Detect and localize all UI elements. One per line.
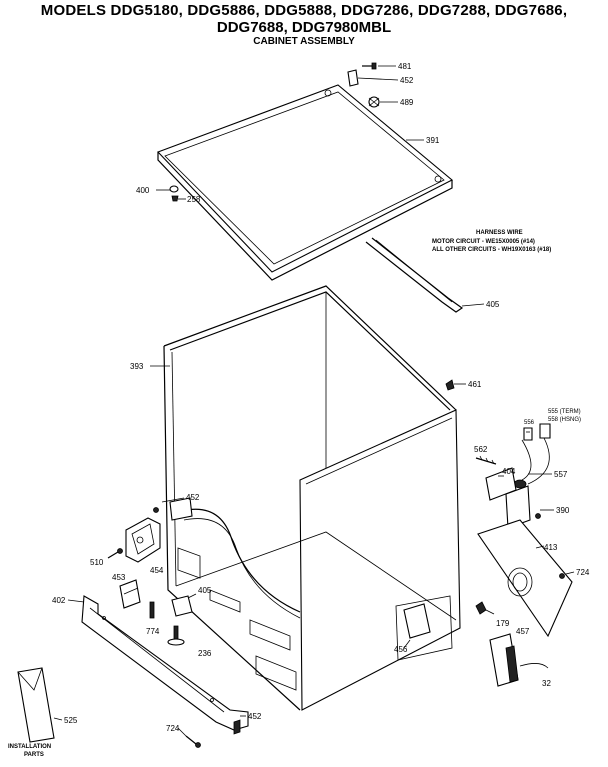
callout-557: 557	[554, 470, 568, 479]
bracket-404	[485, 467, 541, 529]
callout-456: 456	[394, 645, 408, 654]
callout-774: 774	[146, 627, 160, 636]
callout-452-mid: 452	[186, 493, 200, 502]
callout-258: 258	[187, 195, 201, 204]
callout-404: 404	[502, 467, 516, 476]
diagram-header: MODELS DDG5180, DDG5886, DDG5888, DDG728…	[0, 2, 608, 48]
callout-453: 453	[112, 573, 126, 582]
models-title-line2: DDG7688, DDG7980MBL	[216, 19, 392, 36]
callout-452-top: 452	[400, 76, 414, 85]
leg-236	[167, 625, 185, 646]
bracket-452-mid	[153, 497, 193, 521]
housing-558	[539, 423, 551, 439]
callout-405-bottom: 405	[198, 586, 212, 595]
callout-405-top: 405	[486, 300, 500, 309]
screw-724-right	[559, 573, 565, 579]
callout-481: 481	[398, 62, 412, 71]
cabinet-393	[163, 285, 461, 711]
screw-510	[107, 548, 123, 559]
callout-489: 489	[400, 98, 414, 107]
screw-461	[445, 379, 455, 391]
bracket-405-bottom	[171, 595, 193, 617]
hinge-456	[403, 603, 431, 639]
harness-note-line1: HARNESS WIRE	[476, 230, 523, 236]
screw-562	[475, 455, 497, 465]
harness-note-line3: ALL OTHER CIRCUITS - WH19X0163 (#18)	[432, 247, 551, 253]
harness-wire-note: HARNESS WIRE MOTOR CIRCUIT - WE15X0005 (…	[432, 230, 551, 253]
callout-400: 400	[136, 186, 150, 195]
harness-note-line2: MOTOR CIRCUIT - WE15X0005 (#14)	[432, 239, 535, 245]
bracket-452-top	[347, 69, 359, 87]
screw-179	[475, 601, 487, 615]
installation-parts-bag-525	[17, 667, 55, 743]
fuse-harness-557	[513, 437, 550, 489]
bumper-400	[169, 185, 179, 202]
callout-556: 556	[524, 420, 535, 426]
installation-parts-label-1: INSTALLATION	[8, 744, 51, 750]
callout-391: 391	[426, 136, 440, 145]
assembly-subtitle: CABINET ASSEMBLY	[253, 36, 355, 47]
hinge-454	[125, 517, 161, 563]
callout-562: 562	[474, 445, 488, 454]
models-title-line1: MODELS DDG5180, DDG5886, DDG5888, DDG728…	[40, 2, 568, 19]
callout-555-term: 555 (TERM)	[548, 409, 581, 415]
screw-481	[362, 62, 377, 70]
callout-525: 525	[64, 716, 78, 725]
rear-panel-413	[477, 519, 573, 638]
terminal-556	[523, 427, 533, 441]
callout-452-bottom: 452	[248, 712, 262, 721]
callout-457: 457	[516, 627, 530, 636]
installation-parts-label-2: PARTS	[24, 752, 44, 758]
callout-236: 236	[198, 649, 212, 658]
clip-452-bottom	[233, 719, 241, 735]
leader-lines	[53, 65, 575, 737]
wire-32	[519, 663, 549, 669]
toe-panel-402	[81, 595, 249, 731]
screw-774	[149, 601, 155, 619]
callout-413: 413	[544, 543, 558, 552]
callout-724-right: 724	[576, 568, 590, 577]
callout-724-bottom: 724	[166, 724, 180, 733]
callout-179: 179	[496, 619, 510, 628]
callout-510: 510	[90, 558, 104, 567]
callout-labels: 481 452 489 391 400 258 405 393 461 556 …	[8, 62, 590, 758]
callout-402: 402	[52, 596, 66, 605]
part-457	[489, 633, 519, 687]
callout-558: 558 (HSNG)	[548, 417, 581, 423]
screw-724-bottom	[185, 735, 201, 748]
callout-390: 390	[556, 506, 570, 515]
callout-461: 461	[468, 380, 482, 389]
harness-wire-405	[365, 237, 464, 313]
callout-454: 454	[150, 566, 164, 575]
callout-32: 32	[542, 679, 551, 688]
top-cover-391	[157, 84, 453, 281]
bracket-453	[119, 579, 141, 609]
callout-393: 393	[130, 362, 144, 371]
clip-489	[368, 96, 380, 108]
